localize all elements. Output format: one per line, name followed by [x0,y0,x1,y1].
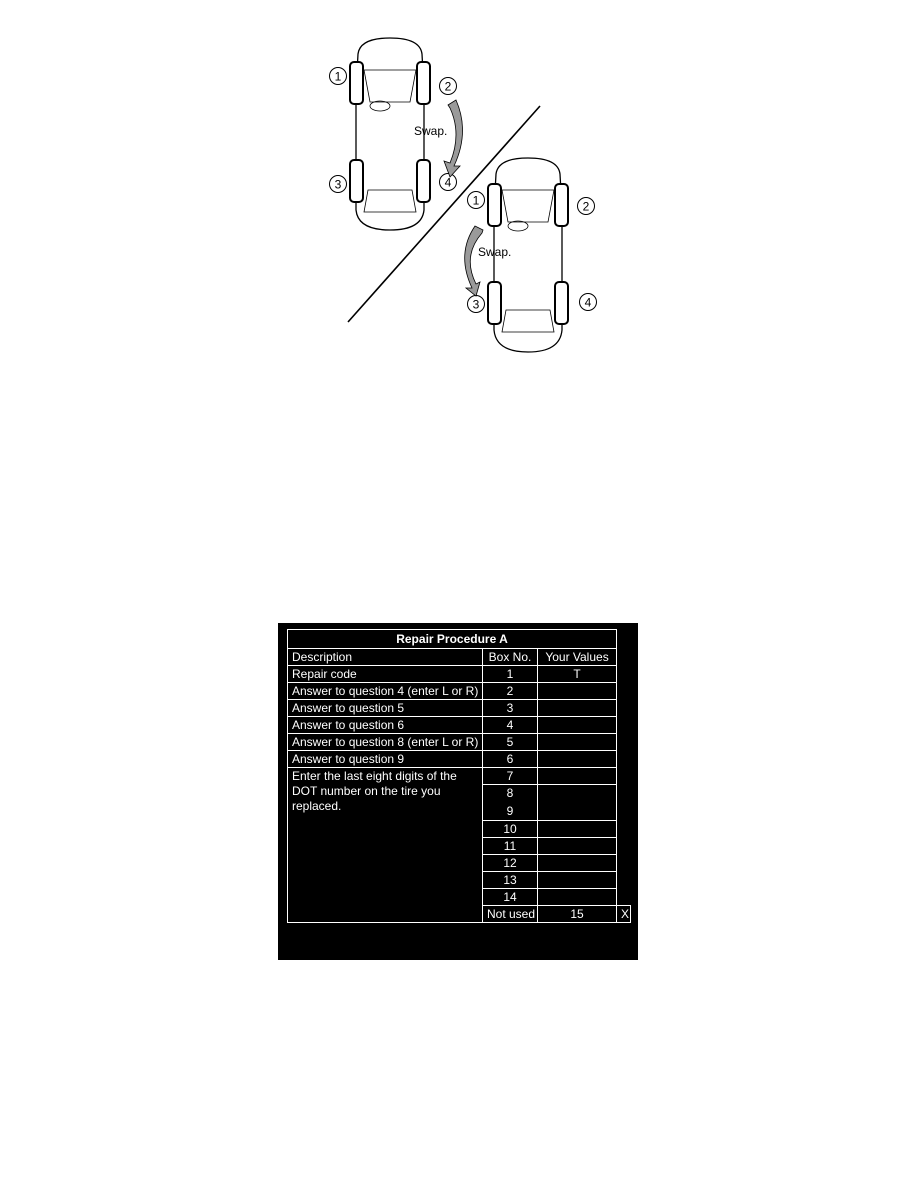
row-box-no: 15 [536,905,618,923]
car-b-body [493,157,563,353]
car-b-tire-4 [554,281,569,325]
row-box-no: 5 [482,733,538,751]
row-value [536,699,618,717]
car-b: 1 2 3 4 Swap. [464,157,597,353]
car-b-swap-label: Swap. [478,245,511,259]
tire-swap-diagram: 1 2 3 4 Swap. 1 2 3 4 Swap. [329,37,597,353]
row-box-no: 4 [482,716,538,734]
car-a-tire-2 [416,61,431,105]
car-a-label-4-circle [439,173,457,191]
car-b-swap-arrow [464,225,484,297]
car-b-windshield [501,189,555,223]
table-title: Repair Procedure A [286,629,618,649]
row-value [536,767,618,785]
car-a-label-3-circle [329,175,347,193]
header-box-no: Box No. [482,648,538,666]
car-a-tire-3 [349,159,364,203]
row-box-no: 7 [482,767,538,785]
table-row: Answer to question 8 (enter L or R) 5 [287,733,631,751]
box-no-9: 9 [506,804,514,818]
car-a-rear-window [363,189,417,213]
car-a: 1 2 3 4 Swap. [329,37,463,231]
car-a-label-1-circle [329,67,347,85]
car-b-label-4-circle [579,293,597,311]
header-your-values: Your Values [536,648,618,666]
row-description: Not used [482,905,538,923]
table-row: Repair code 1 T [287,665,631,683]
row-box-no: 14 [482,888,538,906]
table-header-row: Description Box No. Your Values [287,648,631,666]
car-a-label-2: 2 [445,80,452,94]
table-row-last: Not used 15 X [288,905,631,923]
row-value [536,820,618,838]
row-description: Repair code [287,665,483,683]
row-box-no: 13 [482,871,538,889]
row-box-no: 6 [482,750,538,768]
car-a-label-1: 1 [335,70,342,84]
header-description: Description [287,648,483,666]
row-value [536,733,618,751]
row-box-no: 12 [482,854,538,872]
car-b-tire-1 [487,183,502,227]
car-b-label-4: 4 [585,296,592,310]
table-row: Answer to question 9 6 [287,750,631,768]
car-b-steering-wheel [507,220,529,232]
car-a-label-3: 3 [335,178,342,192]
repair-procedure-table-panel: Repair Procedure A Description Box No. Y… [278,623,638,960]
row-description: Answer to question 9 [287,750,483,768]
row-description: Answer to question 6 [287,716,483,734]
car-a-swap-label: Swap. [414,124,447,138]
car-b-label-2: 2 [583,200,590,214]
car-b-tire-3 [487,281,502,325]
car-a-body [355,37,425,231]
car-a-tire-1 [349,61,364,105]
row-description: Answer to question 4 (enter L or R) [287,682,483,700]
car-b-label-3: 3 [473,298,480,312]
car-b-tire-2 [554,183,569,227]
row-value [536,784,618,821]
car-a-label-2-circle [439,77,457,95]
row-value [536,682,618,700]
row-box-no: 2 [482,682,538,700]
row-value: T [536,665,618,683]
car-a-swap-arrow [443,99,463,178]
car-a-windshield [363,69,417,103]
table-row: Enter the last eight digits of the DOT n… [287,767,631,923]
car-a-label-4: 4 [445,176,452,190]
car-a-steering-wheel [369,100,391,112]
car-b-label-2-circle [577,197,595,215]
table-row: Answer to question 5 3 [287,699,631,717]
row-value [536,716,618,734]
table-row: Answer to question 6 4 [287,716,631,734]
row-box-no: 10 [482,820,538,838]
divider-line [347,105,541,323]
table-row: 12 [288,854,631,872]
car-b-label-1: 1 [473,194,480,208]
car-b-label-1-circle [467,191,485,209]
row-value [536,837,618,855]
table-row: Answer to question 4 (enter L or R) 2 [287,682,631,700]
row-value [536,854,618,872]
table-title-row: Repair Procedure A [286,629,631,649]
row-value [536,750,618,768]
repair-procedure-table: Repair Procedure A Description Box No. Y… [286,629,631,923]
car-b-rear-window [501,309,555,333]
row-description: Answer to question 8 (enter L or R) [287,733,483,751]
row-value [536,888,618,906]
dot-description: Enter the last eight digits of the DOT n… [287,767,483,923]
row-box-no: 3 [482,699,538,717]
row-value: X [616,905,631,923]
car-a-tire-4 [416,159,431,203]
row-box-no: 8 9 [482,784,538,821]
table-row: 13 [288,871,631,889]
row-box-no: 11 [482,837,538,855]
row-description: Answer to question 5 [287,699,483,717]
row-box-no: 1 [482,665,538,683]
row-value [536,871,618,889]
box-no-8: 8 [483,785,537,803]
